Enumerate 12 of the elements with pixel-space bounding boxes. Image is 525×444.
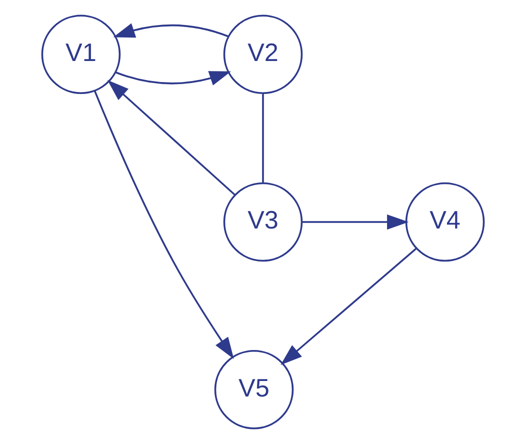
node-circle: V5: [214, 350, 294, 430]
connector: [262, 93, 264, 184]
arrow: [302, 214, 408, 230]
arrow: [106, 80, 235, 196]
node-circle: V3: [222, 182, 302, 262]
node-circle: V4: [404, 182, 484, 262]
node-circle: V1: [40, 14, 120, 94]
arrow: [114, 71, 231, 86]
node-circle: V2: [222, 14, 302, 94]
arrow: [112, 23, 228, 38]
arrow: [280, 248, 416, 365]
arrow: [93, 90, 234, 359]
